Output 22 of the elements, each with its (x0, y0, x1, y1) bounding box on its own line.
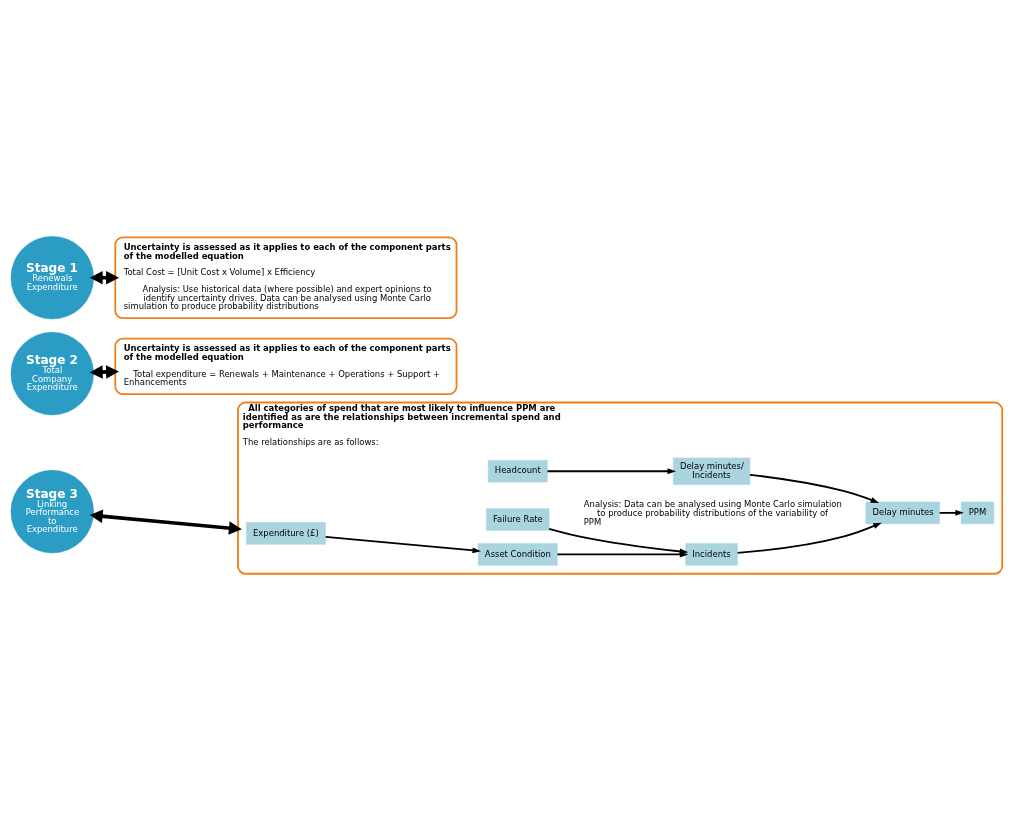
arrow (324, 536, 481, 554)
node-circle: Stage 2 Total Company Expenditure (10, 331, 94, 416)
node-box: Uncertainty is assessed as it applies to each of the component parts of the modelled equation Total expenditure = Renewals + Maintenance + Operations + Support + Enhancements (114, 337, 458, 395)
node-box: Incidents (685, 543, 738, 566)
node-circle: Stage 3 Linking Performance to Expenditure (10, 470, 94, 554)
arrow (89, 365, 119, 379)
node-box: Delay minutes/ Incidents (673, 457, 751, 485)
node-box: Headcount (487, 460, 548, 483)
arrow (546, 468, 676, 475)
node-box: Expenditure (£) (246, 522, 326, 545)
node-box: Delay minutes (865, 501, 940, 524)
node-box: Uncertainty is assessed as it applies to each of the component parts of the modelled equation Total Cost = [Unit Cost x Volume] x Efficiency Analysis: Use historical data (where possible) and expert opinions to identify uncertainty drives. Data can be analysed using Monte Carlo simulation to produce probability distributions (114, 236, 458, 319)
node-box: PPM (960, 501, 995, 524)
arrow (736, 522, 882, 554)
arrow (556, 551, 689, 558)
arrow (89, 270, 119, 285)
arrow (938, 509, 964, 516)
node-box: Failure Rate (486, 508, 550, 531)
arrow (89, 509, 242, 535)
node-box: Asset Condition (477, 543, 558, 566)
node-circle: Stage 1 Renewals Expenditure (10, 236, 94, 320)
arrow (749, 473, 880, 503)
